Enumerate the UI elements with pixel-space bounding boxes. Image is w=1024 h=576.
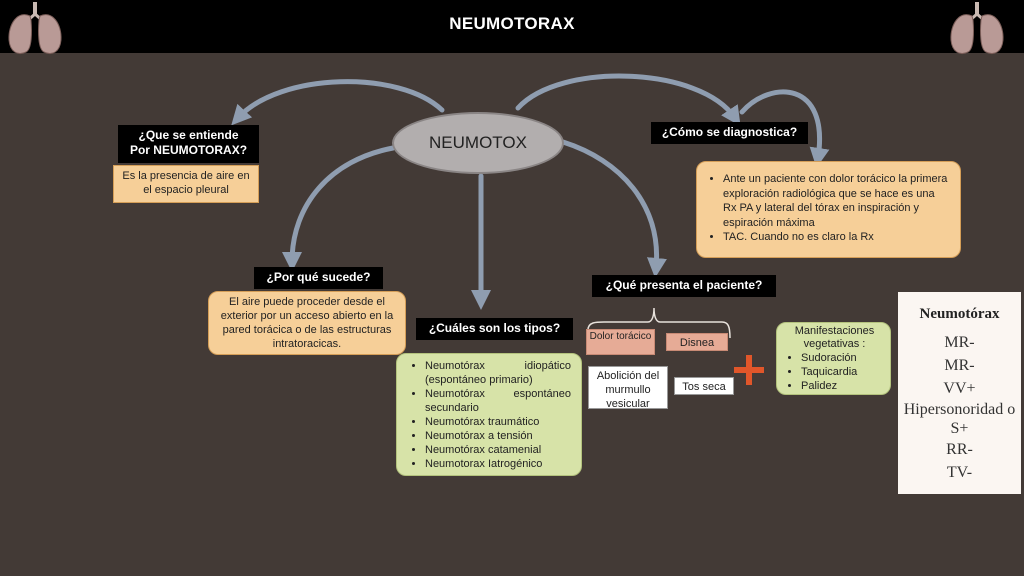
vegetative-box: Manifestaciones vegetativas : Sudoración…	[776, 322, 891, 395]
findings-row: RR-	[946, 441, 973, 458]
lungs-icon-right	[950, 2, 1004, 54]
diagnosis-answer: Ante un paciente con dolor torácico la p…	[696, 161, 961, 258]
types-list-item: Neumotórax catamenial	[425, 443, 571, 457]
findings-row: VV+	[943, 380, 976, 397]
lungs-icon-left	[8, 2, 62, 54]
definition-question: ¿Que se entiende Por NEUMOTORAX?	[118, 125, 259, 163]
why-answer: El aire puede proceder desde el exterior…	[208, 291, 406, 355]
symptom-abolicion: Abolición del murmullo vesicular	[588, 366, 668, 410]
types-list-item: Neumotorax Iatrogénico	[425, 457, 571, 471]
findings-row: TV-	[946, 464, 973, 481]
arrow-diagnosis-loop	[739, 89, 830, 168]
findings-table: Neumotórax MR- MR- VV+ Hipersonoridad o …	[898, 292, 1021, 494]
findings-row: Hipersonoridad o S+	[903, 401, 1016, 437]
presents-question: ¿Qué presenta el paciente?	[592, 275, 776, 297]
symptom-disnea: Disnea	[666, 333, 728, 351]
types-list-item: Neumotórax idiopático (espontáneo primar…	[425, 359, 571, 387]
types-list-box: Neumotórax idiopático (espontáneo primar…	[396, 353, 582, 476]
why-question: ¿Por qué sucede?	[254, 267, 383, 289]
vegetative-item: Taquicardia	[801, 365, 884, 379]
arrow-to-definition	[231, 79, 445, 126]
page-title: NEUMOTORAX	[449, 14, 575, 33]
symptoms-brace	[587, 307, 731, 339]
diagnosis-item: TAC. Cuando no es claro la Rx	[723, 230, 950, 245]
title-bar	[0, 0, 1024, 53]
findings-row: MR-	[944, 334, 975, 351]
types-list-item: Neumotórax traumático	[425, 415, 571, 429]
vegetative-item: Palidez	[801, 379, 884, 393]
findings-table-title: Neumotórax	[919, 306, 1000, 322]
center-node: NEUMOTOX	[392, 112, 564, 174]
types-question: ¿Cuáles son los tipos?	[416, 318, 573, 340]
symptom-dolor: Dolor torácico	[586, 329, 655, 355]
plus-icon	[734, 355, 764, 385]
definition-question-line1: ¿Que se entiende	[138, 128, 239, 142]
diagnosis-item: Ante un paciente con dolor torácico la p…	[723, 172, 950, 230]
findings-row: MR-	[944, 357, 975, 374]
arrow-to-presents	[560, 139, 667, 278]
types-list-item: Neumotórax a tensión	[425, 429, 571, 443]
vegetative-title: Manifestaciones vegetativas :	[794, 325, 875, 350]
symptom-tos: Tos seca	[674, 377, 734, 395]
arrow-to-diagnosis	[515, 73, 741, 127]
definition-question-line2: Por NEUMOTORAX?	[129, 143, 248, 157]
definition-answer: Es la presencia de aire en el espacio pl…	[113, 165, 259, 203]
vegetative-item: Sudoración	[801, 351, 884, 365]
diagnosis-question: ¿Cómo se diagnostica?	[651, 122, 808, 144]
types-list-item: Neumotórax espontáneo secundario	[425, 387, 571, 415]
arrow-to-why	[282, 145, 396, 272]
